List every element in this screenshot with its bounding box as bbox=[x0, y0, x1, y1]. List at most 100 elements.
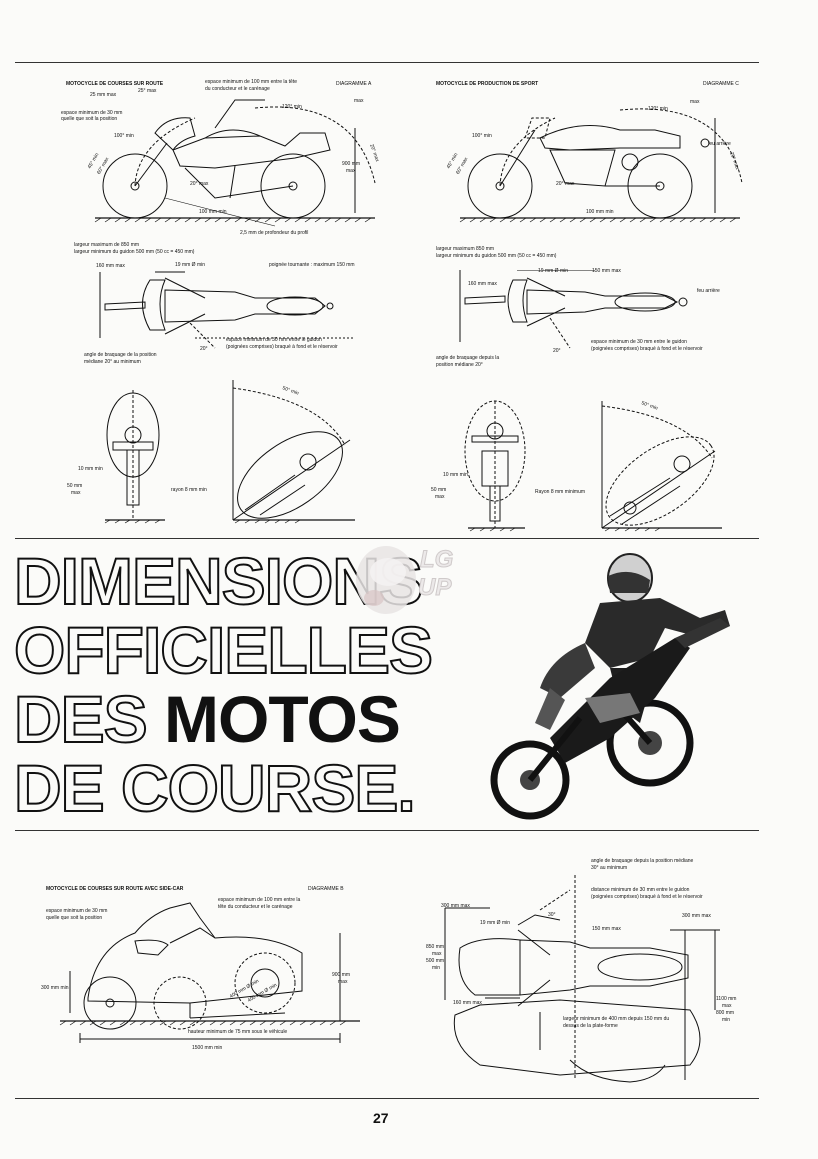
diagram-c-top-label: 19 mm Ø min bbox=[538, 268, 569, 274]
diagram-b-header: MOTOCYCLE DE COURSES SUR ROUTE AVEC SIDE… bbox=[46, 886, 184, 892]
diagram-a-label: max bbox=[346, 168, 356, 174]
diagram-a-label: espace minimum de 30 mm bbox=[61, 110, 123, 116]
diagram-a-header: MOTOCYCLE DE COURSES SUR ROUTE bbox=[66, 81, 164, 87]
top-rule bbox=[15, 62, 759, 63]
watermark-logo-text-1: LG bbox=[419, 546, 454, 574]
diagram-b-top-label: 1100 mm bbox=[716, 996, 737, 1002]
diagram-c-top-label: 150 mm max bbox=[592, 268, 621, 274]
diagram-c-top-label: espace minimum de 30 mm entre le guidon bbox=[591, 339, 687, 345]
motocross-rider-photo bbox=[490, 553, 730, 820]
diagram-a-label: 25 mm max bbox=[90, 92, 117, 98]
diagram-b-top-label: 150 mm max bbox=[592, 926, 621, 932]
title-line-3: DES MOTOS bbox=[13, 685, 401, 753]
diagram-b-top-label: (poignées comprises) braqué à fond et le… bbox=[591, 894, 703, 900]
diagram-c-top-label: position médiane 20° bbox=[436, 362, 483, 368]
diagram-b-top-label: angle de braquage depuis la position méd… bbox=[591, 858, 694, 864]
diagram-c-top-label: (poignées comprises) braqué à fond et le… bbox=[591, 346, 703, 352]
diagram-a-label: 100° min bbox=[114, 133, 134, 139]
diagram-b-top-label: max bbox=[432, 951, 442, 957]
title-line-2: OFFICIELLES bbox=[13, 613, 434, 687]
diagram-b-id: DIAGRAMME B bbox=[308, 886, 344, 892]
diagram-a-id: DIAGRAMME A bbox=[336, 81, 372, 87]
diagram-b-top-label: min bbox=[432, 965, 441, 971]
diagram-a-top-view bbox=[99, 271, 355, 349]
diagram-a-top-label: largeur maximum de 850 mm bbox=[74, 242, 140, 248]
diagram-a-top-label: 19 mm Ø min bbox=[175, 262, 206, 268]
diagram-a-top-label: 20° bbox=[200, 346, 208, 352]
diagram-a-label: max bbox=[354, 98, 364, 104]
watermark-logo-graphic bbox=[356, 546, 416, 614]
diagram-a-top-label: (poignées comprises) braqué à fond et le… bbox=[226, 344, 338, 350]
diagram-b-top-label: 30° bbox=[548, 912, 556, 918]
diagram-a-top-label: largeur minimum du guidon 500 mm (50 cc … bbox=[74, 249, 195, 255]
diagram-b-top-label: max bbox=[722, 1003, 732, 1009]
diagram-c-label: 20° max bbox=[556, 181, 575, 187]
diagram-b-top-label: distance minimum de 30 mm entre le guido… bbox=[591, 887, 690, 893]
diagram-b-top-view bbox=[444, 875, 720, 1083]
diagram-c-top-label: 160 mm max bbox=[468, 281, 497, 287]
watermark-logo-text-2: UP bbox=[417, 574, 452, 602]
diagram-c-label: feu arrière bbox=[708, 141, 731, 147]
diagram-c-top-label: largeur maximum 850 mm bbox=[436, 246, 495, 252]
diagram-a-top-label: angle de braquage de la position bbox=[84, 352, 157, 358]
diagram-b-label: 900 mm bbox=[332, 972, 351, 978]
diagram-b-label: max bbox=[338, 979, 348, 985]
page-number: 27 bbox=[373, 1110, 389, 1126]
diagram-a-top-label: médiane 20° au minimum bbox=[84, 359, 141, 365]
diagram-c-front-label: max bbox=[435, 494, 445, 500]
diagram-c-top-label: angle de braquage depuis la bbox=[436, 355, 500, 361]
diagram-b-label: 300 mm min bbox=[41, 985, 69, 991]
diagram-a-front-label: rayon 8 mm min bbox=[171, 487, 207, 493]
diagram-b-top-label: 850 mm bbox=[426, 944, 445, 950]
diagram-a-front-label: max bbox=[71, 490, 81, 496]
diagram-c-top-view bbox=[459, 270, 688, 349]
diagram-c-label: max bbox=[690, 99, 700, 105]
diagram-c-front-label: 50 mm bbox=[431, 487, 447, 493]
diagram-b-label: 1500 mm min bbox=[192, 1045, 223, 1051]
diagram-c-label: 100 mm min bbox=[586, 209, 614, 215]
diagram-b-label: quelle que soit la position bbox=[46, 915, 103, 921]
diagram-b-label: tête du conducteur et le carénage bbox=[218, 904, 293, 910]
diagram-c-front-label: Rayon 8 mm minimum bbox=[535, 489, 586, 495]
diagram-a-front-label: 50 mm bbox=[67, 483, 83, 489]
diagram-b-top-label: dessus de la plate-forme bbox=[563, 1023, 618, 1029]
diagram-a-front-view bbox=[104, 380, 355, 524]
diagram-c-header: MOTOCYCLE DE PRODUCTION DE SPORT bbox=[436, 81, 539, 87]
diagram-a-label: du conducteur et le carénage bbox=[205, 86, 270, 92]
diagram-b-top-label: 160 mm max bbox=[453, 1000, 482, 1006]
watermark-logo: LG UP bbox=[352, 538, 470, 620]
diagram-a-label: quelle que soit la position bbox=[61, 116, 118, 122]
diagram-b-top-label: 30° au minimum bbox=[591, 865, 628, 871]
diagram-b-top-label: 19 mm Ø min bbox=[480, 920, 511, 926]
upper-section-rule bbox=[15, 538, 759, 539]
diagram-a-top-label: 160 mm max bbox=[96, 263, 125, 269]
diagram-a-label: 2,5 mm de profondeur du profil bbox=[240, 230, 309, 236]
diagram-a-label: 25° max bbox=[138, 88, 157, 94]
diagram-b-top-label: 800 mm bbox=[716, 1010, 735, 1016]
diagram-c-top-label: 20° bbox=[553, 348, 561, 354]
diagram-b-top-label: 300 mm max bbox=[441, 903, 470, 909]
diagram-b-top-label: 300 mm max bbox=[682, 913, 711, 919]
diagram-b-label: hauteur minimum de 75 mm sous le véhicul… bbox=[188, 1029, 288, 1035]
diagram-b-label: espace minimum de 30 mm bbox=[46, 908, 108, 914]
diagram-c-id: DIAGRAMME C bbox=[703, 81, 739, 87]
diagram-b-top-label: largeur minimum de 400 mm depuis 150 mm … bbox=[563, 1016, 670, 1022]
title-line-4: DE COURSE. bbox=[13, 751, 417, 825]
diagram-c-side-view bbox=[459, 108, 743, 223]
diagram-b-top-label: min bbox=[722, 1017, 731, 1023]
diagram-b-label: espace minimum de 100 mm entre la bbox=[218, 897, 301, 903]
diagram-c-top-label: feu arrière bbox=[697, 288, 720, 294]
lower-section-rule bbox=[15, 830, 759, 831]
title-line-3-emphasis: MOTOS bbox=[164, 682, 401, 756]
diagram-b-top-label: 500 mm bbox=[426, 958, 445, 964]
diagram-a-label: 20° max bbox=[190, 181, 209, 187]
diagram-a-front-label: 10 mm min bbox=[78, 466, 103, 472]
diagram-c-front-view bbox=[464, 400, 722, 532]
diagram-a-top-label: espace minimum de 30 mm entre le guidon bbox=[226, 337, 322, 343]
title-line-3-prefix: DES bbox=[13, 682, 165, 756]
diagram-a-label: 120° min bbox=[282, 104, 302, 110]
diagram-c-label: 120° min bbox=[648, 106, 668, 112]
diagram-a-label: 900 mm bbox=[342, 161, 361, 167]
bottom-rule bbox=[15, 1098, 759, 1099]
motorcycle-silhouette bbox=[490, 618, 730, 820]
